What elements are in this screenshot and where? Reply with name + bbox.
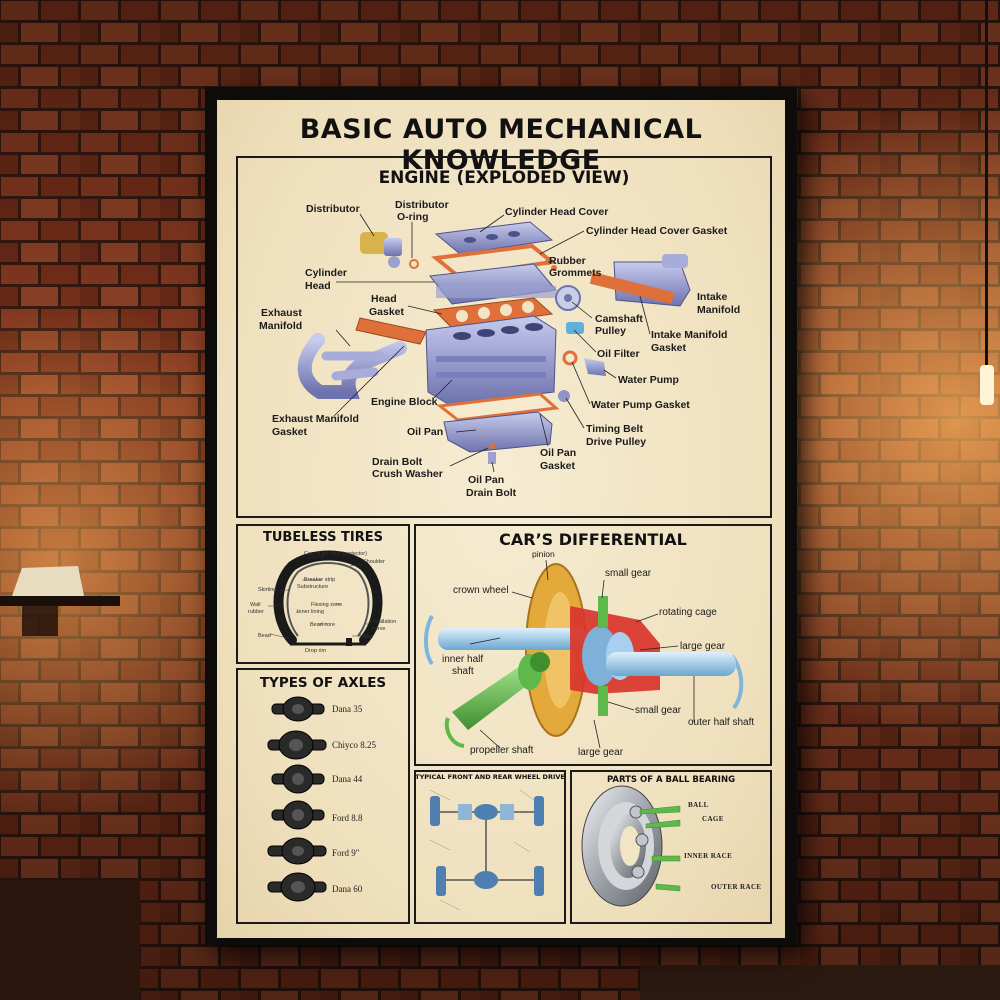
label-cylinder-head-cover: Cylinder Head Cover xyxy=(505,206,609,218)
axle-label-4: Ford 8.8 xyxy=(332,813,363,823)
axle-label-2: Chiyco 8.25 xyxy=(332,740,376,750)
poster-title: BASIC AUTO MECHANICAL KNOWLEDGE xyxy=(299,114,703,176)
diff-label-propeller: propeller shaft xyxy=(470,745,534,756)
label-oil-pan: Oil Pan xyxy=(407,426,444,438)
label-oil-pan-drain-bolt-2: Drain Bolt xyxy=(466,487,517,499)
differential-panel xyxy=(414,524,772,766)
tire-label-breaker: Breaker strip xyxy=(304,577,336,583)
tire-label-shoulder: Shoulder xyxy=(363,559,386,565)
label-drain-bolt-washer-1: Drain Bolt xyxy=(372,456,423,468)
label-intake-manifold-gasket-1: Intake Manifold xyxy=(651,329,728,341)
label-exhaust-manifold-2: Manifold xyxy=(259,320,303,332)
tire-label-bead: Bead xyxy=(258,633,271,639)
bearing-label-outer: OUTER RACE xyxy=(711,883,762,891)
label-water-pump-gasket: Water Pump Gasket xyxy=(591,399,690,411)
axles-panel xyxy=(236,668,410,924)
bearing-label-ball: BALL xyxy=(688,801,709,809)
label-head-gasket-2: Gasket xyxy=(369,306,405,318)
tire-label-installation-2: curve xyxy=(372,626,386,632)
axle-label-6: Dana 60 xyxy=(332,884,363,894)
axle-label-1: Dana 35 xyxy=(332,704,363,714)
tires-heading: TUBELESS TIRES xyxy=(262,530,383,545)
distributor-part xyxy=(360,232,402,268)
label-oil-pan-drain-bolt-1: Oil Pan xyxy=(468,474,505,486)
bearing-label-cage: CAGE xyxy=(702,815,724,823)
label-distributor-oring-1: Distributor xyxy=(395,199,449,211)
diff-label-small-gear-bottom: small gear xyxy=(635,705,682,716)
label-rubber-grommets-1: Rubber xyxy=(549,255,586,267)
tire-label-flexing: Flexing zone xyxy=(311,602,343,608)
bearing-label-inner: INNER RACE xyxy=(684,852,733,860)
tire-label-valve: Valve xyxy=(360,634,374,640)
label-cylinder-head-1: Cylinder xyxy=(305,267,348,279)
tire-label-cap: Cap of the tyre (protector) xyxy=(304,551,367,557)
diff-label-large-gear-right: large gear xyxy=(680,641,726,652)
label-distributor-oring-2: O-ring xyxy=(397,211,429,223)
wheel-drive-panel xyxy=(414,770,566,924)
tire-label-bead-core: Bead core xyxy=(310,622,336,628)
label-timing-belt-1: Timing Belt xyxy=(586,423,643,435)
label-intake-manifold-2: Manifold xyxy=(697,304,741,316)
diff-label-inner-half-1: inner half xyxy=(442,654,484,665)
label-camshaft-pulley-1: Camshaft xyxy=(595,313,643,325)
axle-label-5: Ford 9" xyxy=(332,848,360,858)
ball-bearing-heading: PARTS OF A BALL BEARING xyxy=(606,775,736,785)
label-engine-block: Engine Block xyxy=(371,396,438,408)
label-rubber-grommets-2: Grommets xyxy=(549,267,602,279)
label-water-pump: Water Pump xyxy=(618,374,679,386)
wheel-drive-heading: TYPICAL FRONT AND REAR WHEEL DRIVE xyxy=(415,773,565,781)
differential-heading: CAR’S DIFFERENTIAL xyxy=(499,530,687,549)
label-oil-pan-gasket-1: Oil Pan xyxy=(540,447,577,459)
label-exhaust-manifold-1: Exhaust xyxy=(261,307,302,319)
diff-label-pinion: pinion xyxy=(532,549,555,559)
diff-label-crown-wheel: crown wheel xyxy=(453,585,509,596)
label-exhaust-manifold-gasket-1: Exhaust Manifold xyxy=(272,413,359,425)
diff-label-inner-half-2: shaft xyxy=(452,666,474,677)
label-exhaust-manifold-gasket-2: Gasket xyxy=(272,426,308,438)
label-camshaft-pulley-2: Pulley xyxy=(595,325,626,337)
engine-panel xyxy=(236,156,772,518)
ball-bearing-panel xyxy=(570,770,772,924)
axles-heading: TYPES OF AXLES xyxy=(259,675,387,691)
tire-label-skirting: Skirting xyxy=(258,587,277,593)
diff-label-outer-half: outer half shaft xyxy=(688,717,755,728)
diff-label-small-gear-top: small gear xyxy=(605,568,652,579)
diff-label-large-gear-bottom: large gear xyxy=(578,747,624,758)
tire-label-installation-1: Installation xyxy=(370,619,397,625)
label-cylinder-head-cover-gasket: Cylinder Head Cover Gasket xyxy=(586,225,728,237)
label-cylinder-head-2: Head xyxy=(305,280,331,292)
tire-label-wall-2: rubber xyxy=(248,609,264,615)
tire-label-wall-1: Wall xyxy=(250,602,261,608)
engine-heading: ENGINE (EXPLODED VIEW) xyxy=(378,168,630,188)
tire-label-drop-rim: Drop rim xyxy=(305,648,327,654)
label-intake-manifold-gasket-2: Gasket xyxy=(651,342,687,354)
label-oil-pan-gasket-2: Gasket xyxy=(540,460,576,472)
label-head-gasket-1: Head xyxy=(371,293,397,305)
tire-label-substructure: Substructure xyxy=(297,584,329,590)
label-intake-manifold-1: Intake xyxy=(697,291,728,303)
label-oil-filter: Oil Filter xyxy=(597,348,640,360)
label-distributor: Distributor xyxy=(306,203,360,215)
tire-label-inner: Inner lining xyxy=(297,609,324,615)
axle-label-3: Dana 44 xyxy=(332,774,363,784)
diff-label-rotating-cage: rotating cage xyxy=(659,607,717,618)
tubeless-tires-panel xyxy=(236,524,410,664)
label-drain-bolt-washer-2: Crush Washer xyxy=(372,468,443,480)
label-timing-belt-2: Drive Pulley xyxy=(586,436,647,448)
